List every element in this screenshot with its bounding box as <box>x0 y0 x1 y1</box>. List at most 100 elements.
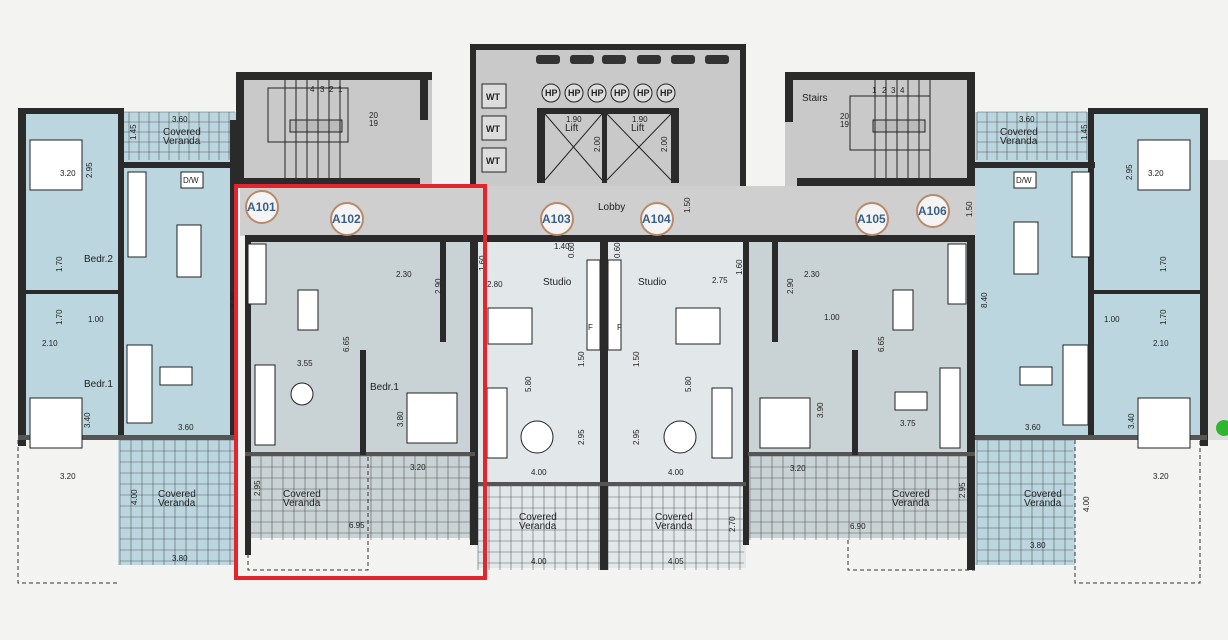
unit-id-label: A104 <box>642 212 671 226</box>
stair-count: 19 <box>840 120 849 129</box>
dimension-label: 4.00 <box>130 489 139 505</box>
dimension-label: 2.70 <box>728 516 737 532</box>
dimension-label: 2.30 <box>396 270 412 279</box>
unit-badge-a106[interactable]: A106 <box>916 194 950 228</box>
badge-circle <box>245 190 279 224</box>
covered-veranda-label: Veranda <box>655 521 693 532</box>
unit-badge-a103[interactable]: A103 <box>540 202 574 236</box>
dimension-label: 1.00 <box>1104 315 1120 324</box>
badge-circle <box>640 202 674 236</box>
unit-badge-a101[interactable]: A101 <box>245 190 279 224</box>
dimension-label: 2.90 <box>786 278 795 294</box>
dimension-label: 5.80 <box>524 376 533 392</box>
water-tank-label: WT <box>486 156 500 166</box>
dimension-label: 3.60 <box>178 423 194 432</box>
unit-badge-a105[interactable]: A105 <box>855 202 889 236</box>
dimension-label: 3.60 <box>1025 423 1041 432</box>
water-tank-icon <box>481 147 507 173</box>
covered-veranda-label: Covered <box>1000 127 1038 138</box>
covered-veranda-label: Covered <box>163 127 201 138</box>
walls <box>18 44 1208 570</box>
dishwasher-label: D/W <box>1016 176 1032 185</box>
dimension-label: 3.20 <box>60 472 76 481</box>
badge-circle <box>855 202 889 236</box>
dimension-label: 1.70 <box>1159 256 1168 272</box>
dimension-label: 2.80 <box>487 280 503 289</box>
unit-badge-a104[interactable]: A104 <box>640 202 674 236</box>
dimension-label: 2.95 <box>958 482 967 498</box>
dimension-label: 4.00 <box>531 557 547 566</box>
stair-number: 1 <box>338 85 343 94</box>
dimension-label: 3.75 <box>900 419 916 428</box>
dimension-label: 0.60 <box>567 242 576 258</box>
dimension-label: 1.70 <box>55 256 64 272</box>
lift-width-dimension: 1.90 <box>632 115 648 124</box>
heat-pump-label: HP <box>545 88 558 98</box>
dimension-label: 2.95 <box>1125 164 1134 180</box>
dimension-label: 1.60 <box>735 259 744 275</box>
dimension-label: 1.00 <box>88 315 104 324</box>
dimension-label: 4.00 <box>668 468 684 477</box>
ventilation-slots <box>536 55 729 64</box>
stair-count: 20 <box>369 111 378 120</box>
furniture: F F D/W D/W <box>29 139 1191 459</box>
stair-count: 20 <box>840 112 849 121</box>
covered-veranda-label: Veranda <box>1000 136 1038 147</box>
dimension-label: 3.40 <box>1127 413 1136 429</box>
room-labels: Bedr.2 Bedr.1 Bedr.1 Studio Studio <box>84 254 667 393</box>
dimension-label: 4.00 <box>1082 496 1091 512</box>
covered-veranda-label: Veranda <box>1024 498 1062 509</box>
stairs-label: Stairs <box>802 93 828 104</box>
veranda-labels: CoveredVerandaCoveredVerandaCoveredVeran… <box>158 127 1062 532</box>
dimension-label: 1.50 <box>683 197 692 213</box>
covered-veranda-label: Veranda <box>519 521 557 532</box>
bedroom-2-label: Bedr.2 <box>84 254 113 265</box>
dimension-label: 2.10 <box>42 339 58 348</box>
dimension-label: 1.50 <box>965 201 974 217</box>
heat-pump-icon <box>587 83 607 103</box>
badge-circle <box>916 194 950 228</box>
lift-shafts: 1.90 Lift 1.90 Lift 2.00 2.00 <box>544 113 672 181</box>
dimension-label: 3.20 <box>790 464 806 473</box>
covered-veranda-label: Covered <box>655 512 693 523</box>
studio-label: Studio <box>543 277 572 288</box>
lift-width-dimension: 1.90 <box>566 115 582 124</box>
covered-veranda-label: Covered <box>1024 489 1062 500</box>
dimension-label: 6.90 <box>850 522 866 531</box>
dimension-label: 8.40 <box>229 292 238 308</box>
unit-a105-floor[interactable] <box>748 238 973 538</box>
dimension-label: 2.95 <box>632 429 641 445</box>
lift-label: Lift <box>631 123 645 134</box>
unit-badge-a102[interactable]: A102 <box>330 202 364 236</box>
dimension-label: 4.05 <box>668 557 684 566</box>
heat-pump-label: HP <box>591 88 604 98</box>
heat-pump-label: HP <box>568 88 581 98</box>
plant-icon <box>1216 420 1228 436</box>
dimension-label: 3.80 <box>172 554 188 563</box>
dimension-label: 2.75 <box>712 276 728 285</box>
dimension-label: 1.60 <box>478 255 487 271</box>
garden-strip <box>1208 160 1228 440</box>
lobby-floor <box>240 186 975 236</box>
dimension-label: 1.45 <box>129 124 138 140</box>
dimension-label: 6.65 <box>877 336 886 352</box>
dimension-label: 1.40 <box>554 242 570 251</box>
dimension-label: 5.80 <box>684 376 693 392</box>
dimension-label: 2.30 <box>804 270 820 279</box>
dimension-label: 4.00 <box>531 468 547 477</box>
dimension-labels: 3.60 1.45 2.95 3.20 1.70 1.70 1.00 2.10 8.40 3.40… <box>42 115 1169 566</box>
unit-id-label: A103 <box>542 212 571 226</box>
dimension-label: 2.95 <box>85 162 94 178</box>
water-tank-icon <box>481 83 507 109</box>
unit-id-label: A102 <box>332 212 361 226</box>
covered-veranda-label: Veranda <box>892 498 930 509</box>
dimension-label: 3.60 <box>1019 115 1035 124</box>
water-tank-label: WT <box>486 124 500 134</box>
dimension-label: 3.40 <box>83 412 92 428</box>
dimension-label: 1.50 <box>577 351 586 367</box>
dimension-label: 6.65 <box>342 336 351 352</box>
dimension-label: 1.00 <box>824 313 840 322</box>
